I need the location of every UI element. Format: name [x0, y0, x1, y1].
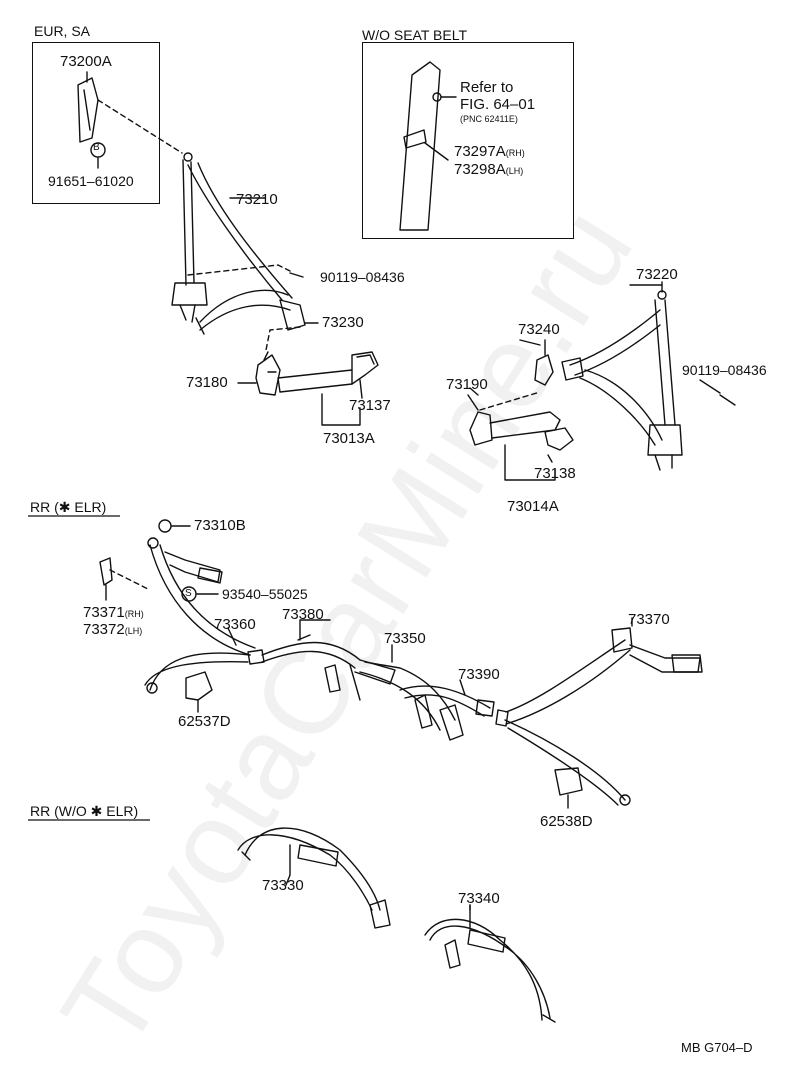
part-73360: 73360	[214, 616, 256, 633]
part-73340: 73340	[458, 890, 500, 907]
part-73350: 73350	[384, 630, 426, 647]
part-73190: 73190	[446, 376, 488, 393]
part-62538d: 62538D	[540, 813, 593, 830]
part-73200a: 73200A	[60, 53, 112, 70]
part-91651: 91651–61020	[48, 173, 134, 189]
marker-b: B	[93, 142, 100, 153]
part-73220: 73220	[636, 266, 678, 283]
part-90119-right: 90119–08436	[682, 362, 767, 378]
section-eur-sa: EUR, SA	[34, 23, 91, 39]
part-73310b: 73310B	[194, 517, 246, 534]
part-73298a: 73298A(LH)	[454, 161, 524, 178]
part-73372: 73372(LH)	[83, 621, 143, 638]
part-73137: 73137	[349, 397, 391, 414]
front-retractor-73220	[561, 281, 736, 471]
section-wo-seat-belt: W/O SEAT BELT	[362, 27, 468, 43]
part-90119-left: 90119–08436	[320, 269, 405, 285]
part-73180: 73180	[186, 374, 228, 391]
reference-line-2: FIG. 64–01	[460, 96, 536, 113]
wo-seat-belt-inset-box	[362, 42, 574, 239]
part-73371: 73371(RH)	[83, 604, 144, 621]
buckle-73180	[237, 351, 379, 426]
part-73013a: 73013A	[323, 430, 375, 447]
part-73380: 73380	[282, 606, 324, 623]
part-73370: 73370	[628, 611, 670, 628]
figure-code: MB G704–D	[681, 1040, 753, 1055]
part-73240: 73240	[518, 321, 560, 338]
section-rr-elr: RR (✱ ELR)	[30, 499, 107, 515]
marker-s: S	[185, 588, 192, 599]
section-rr-wo-elr: RR (W/O ✱ ELR)	[30, 803, 139, 819]
rear-belt-73330	[237, 827, 391, 929]
part-73330: 73330	[262, 877, 304, 894]
buckle-73190	[467, 339, 574, 481]
reference-line-1: Refer to	[460, 79, 514, 96]
part-62537d: 62537D	[178, 713, 231, 730]
part-73390: 73390	[458, 666, 500, 683]
part-73014a: 73014A	[507, 498, 559, 515]
part-73210: 73210	[236, 191, 278, 208]
part-73297a: 73297A(RH)	[454, 143, 525, 160]
front-retractor-73210	[171, 152, 306, 335]
part-73138: 73138	[534, 465, 576, 482]
rear-belt-73340	[424, 904, 556, 1023]
reference-line-3: (PNC 62411E)	[460, 114, 518, 124]
part-93540: 93540–55025	[222, 586, 308, 602]
eur-sa-inset-box	[32, 42, 160, 204]
part-73230: 73230	[322, 314, 364, 331]
rear-belt-assembly	[99, 519, 703, 809]
